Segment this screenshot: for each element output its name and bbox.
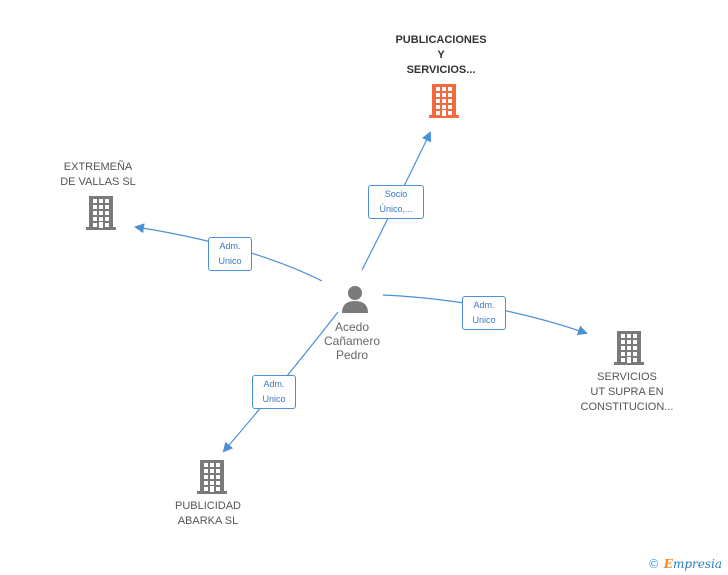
relation-line: Adm. [263, 379, 285, 389]
building-icon[interactable] [86, 196, 116, 230]
company-label-publicaciones[interactable]: PUBLICACIONES Y SERVICIOS... [380, 33, 502, 78]
label-line: PUBLICACIONES [395, 34, 487, 46]
relation-line: Adm. [219, 241, 241, 251]
building-icon[interactable] [197, 460, 227, 494]
label-line: UT SUPRA EN [590, 386, 664, 398]
relation-badge-publicidad[interactable]: Adm. Unico [252, 375, 296, 409]
building-icon[interactable] [429, 84, 459, 118]
label-line: Y [437, 49, 445, 61]
relation-line: Unico [472, 315, 496, 325]
relation-line: Unico [218, 256, 242, 266]
building-icon[interactable] [614, 331, 644, 365]
label-line: SERVICIOS... [406, 64, 476, 76]
company-label-publicidad[interactable]: PUBLICIDAD ABARKA SL [160, 499, 256, 529]
company-label-extremena[interactable]: EXTREMEÑA DE VALLAS SL [40, 160, 156, 190]
label-line: CONSTITUCION... [580, 401, 674, 413]
relation-line: Unico [262, 394, 286, 404]
brand-footer: ©Empresia [648, 557, 722, 571]
relation-line: Socio [384, 189, 408, 199]
label-line: Cañamero [323, 334, 381, 348]
label-line: PUBLICIDAD [174, 500, 242, 512]
company-label-servicios[interactable]: SERVICIOS UT SUPRA EN CONSTITUCION... [568, 370, 686, 415]
relation-badge-extremena[interactable]: Adm. Unico [208, 237, 252, 271]
label-line: DE VALLAS SL [60, 176, 136, 188]
brand-logo-text: mpresia [672, 557, 722, 571]
label-line: Acedo [334, 320, 370, 334]
brand-logo-initial: E [663, 557, 673, 571]
copyright-symbol: © [647, 557, 660, 571]
label-line: Pedro [335, 348, 369, 362]
relation-line: Adm. [473, 300, 495, 310]
label-line: SERVICIOS [597, 371, 657, 383]
relation-badge-publicaciones[interactable]: Socio Único,... [368, 185, 424, 219]
person-icon[interactable] [342, 286, 368, 313]
label-line: ABARKA SL [177, 515, 239, 527]
relation-line: Único,... [379, 204, 413, 214]
relation-badge-servicios[interactable]: Adm. Unico [462, 296, 506, 330]
label-line: EXTREMEÑA [63, 161, 133, 173]
person-label[interactable]: Acedo Cañamero Pedro [312, 320, 392, 362]
